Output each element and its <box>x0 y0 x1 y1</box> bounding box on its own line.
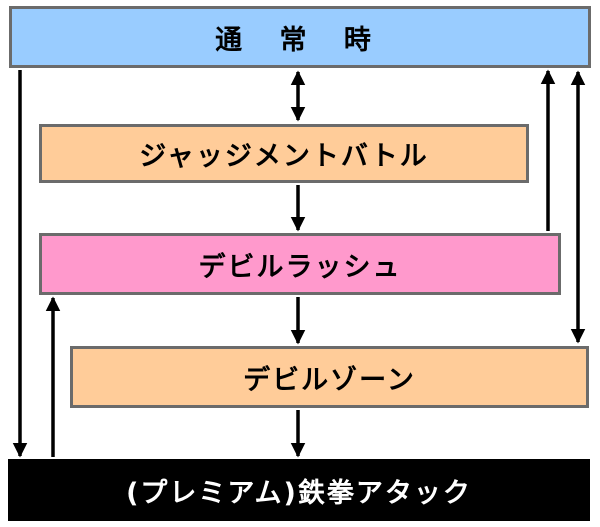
state-devil-zone: デビルゾーン <box>70 346 589 408</box>
state-premium-attack: (プレミアム)鉄拳アタック <box>8 459 590 521</box>
state-devil-rush: デビルラッシュ <box>39 233 561 295</box>
state-normal: 通 常 時 <box>9 6 591 68</box>
state-judgment-battle: ジャッジメントバトル <box>39 124 529 183</box>
